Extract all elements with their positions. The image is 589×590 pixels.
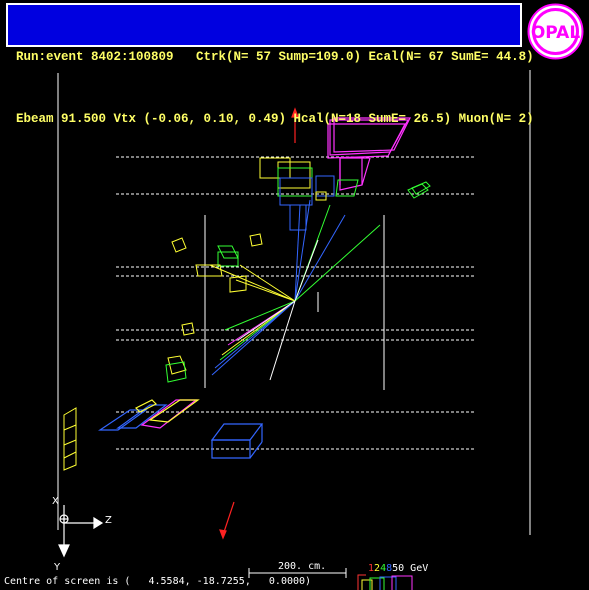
energy-legend: 124850 GeV: [368, 563, 428, 574]
logo-text: OPAL: [531, 23, 581, 43]
energy-value-4: 4: [380, 563, 387, 574]
muon-chamber-left: [63, 407, 77, 471]
energy-value-8: 8: [386, 563, 393, 574]
axis-y-label: Y: [54, 562, 61, 573]
hcal-stack-top: [259, 157, 335, 231]
muon-arrow-top: [291, 107, 299, 143]
energy-value-2: 2: [374, 563, 381, 574]
ecal-cluster-bottom-left: [98, 399, 200, 431]
muon-arrow-bottom: [219, 501, 235, 540]
scale-label: 200. cm.: [278, 561, 327, 572]
energy-scale-bars: [357, 574, 413, 590]
header-line-1: Run:event 8402:100809 Ctrk(N= 57 Sump=10…: [16, 50, 534, 64]
axis-x-label: X: [52, 496, 59, 507]
screen-centre-readout: Centre of screen is ( 4.5584, -18.7255, …: [4, 576, 312, 587]
clusters-left: [165, 233, 263, 383]
axis-z-label: Z: [105, 515, 112, 526]
opal-logo: OPAL: [527, 3, 584, 60]
axes-indicator: [58, 505, 104, 558]
ecal-cluster-top: [327, 117, 411, 191]
tracks: [209, 199, 381, 381]
event-info-header: Run:event 8402:100809 Ctrk(N= 57 Sump=10…: [6, 3, 534, 126]
ecal-cluster-top-inner: [335, 179, 359, 197]
scale-bar: [248, 568, 347, 578]
energy-value-1: 1: [368, 563, 375, 574]
header-line-2: Ebeam 91.500 Vtx (-0.06, 0.10, 0.49) Hca…: [16, 112, 534, 126]
hcal-cluster-bottom: [210, 423, 264, 459]
energy-value-50: 50 GeV: [392, 563, 429, 574]
cluster-right: [407, 181, 431, 199]
